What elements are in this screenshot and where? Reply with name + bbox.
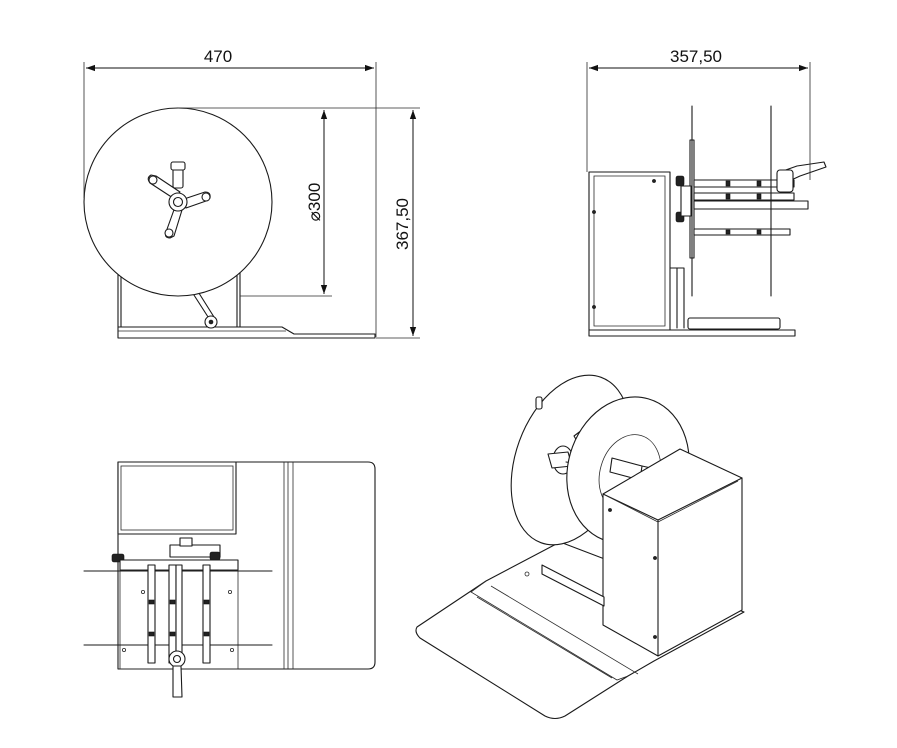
hub-front [147, 161, 211, 239]
dim-reel-diameter: 300 [305, 183, 324, 211]
diameter-symbol: ⌀ [305, 211, 324, 221]
isometric-view [415, 374, 745, 720]
motor-housing-top [117, 461, 237, 535]
svg-text:⌀300: ⌀300 [305, 183, 324, 222]
motor-housing-side [588, 171, 671, 331]
dim-front-height: 367,50 [393, 198, 412, 250]
dim-front-width: 470 [204, 47, 232, 66]
top-view [83, 461, 376, 698]
dim-side-width: 357,50 [670, 47, 722, 66]
side-view [586, 62, 827, 337]
front-view [83, 62, 420, 339]
motor-housing-iso [602, 448, 743, 657]
